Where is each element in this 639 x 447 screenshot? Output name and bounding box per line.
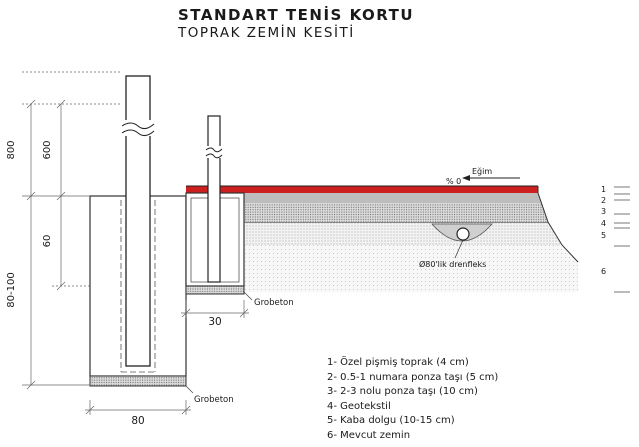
diagram-subtitle: TOPRAK ZEMİN KESİTİ [178, 25, 355, 41]
legend-item: 4- Geotekstil [327, 400, 391, 412]
dim-80: 80 [131, 415, 144, 427]
dimension-lines [22, 71, 249, 415]
net-post [205, 115, 223, 283]
layer-number-6: 6 [601, 267, 606, 276]
layer-existing-ground [244, 245, 578, 292]
dim-60: 60 [42, 235, 53, 248]
layer-number-5: 5 [601, 231, 606, 240]
legend-item: 5- Kaba dolgu (10-15 cm) [327, 415, 455, 427]
legend-item: 1- Özel pişmiş toprak (4 cm) [327, 357, 469, 368]
label-grobeton-upper: Grobeton [254, 298, 294, 308]
layer-pumice-05-1 [188, 193, 541, 203]
layer-number-4: 4 [601, 219, 606, 228]
layer-number-1: 1 [601, 185, 606, 194]
grobeton-lower [89, 375, 187, 387]
legend-item: 6- Mevcut zemin [327, 429, 411, 441]
layer-number-3: 3 [601, 207, 606, 216]
drain-pipe [456, 227, 470, 241]
legend-item: 2- 0.5-1 numara ponza taşı (5 cm) [327, 371, 499, 383]
dim-600: 600 [42, 140, 53, 159]
main-post [121, 75, 155, 367]
layer-number-2: 2 [601, 196, 606, 205]
label-drain: Ø80'lik drenfleks [419, 259, 486, 269]
dim-800: 800 [6, 140, 17, 159]
legend-item: 3- 2-3 nolu ponza taşı (10 cm) [327, 386, 478, 398]
label-slope: Eğim [472, 167, 492, 176]
dim-30: 30 [208, 316, 221, 328]
layer-markers [614, 186, 630, 293]
layer-legend: 1- Özel pişmiş toprak (4 cm) 2- 0.5-1 nu… [327, 356, 498, 444]
label-percent: % 0 [446, 177, 461, 186]
label-grobeton-lower: Grobeton [194, 395, 234, 405]
layer-clay [186, 186, 538, 193]
court-layers [186, 185, 579, 292]
diagram-title: STANDART TENİS KORTU [178, 6, 415, 24]
dim-80-100: 80-100 [6, 272, 17, 307]
grobeton-upper [185, 285, 245, 295]
layer-pumice-2-3 [244, 203, 548, 222]
layer-coarse-fill [244, 222, 562, 245]
